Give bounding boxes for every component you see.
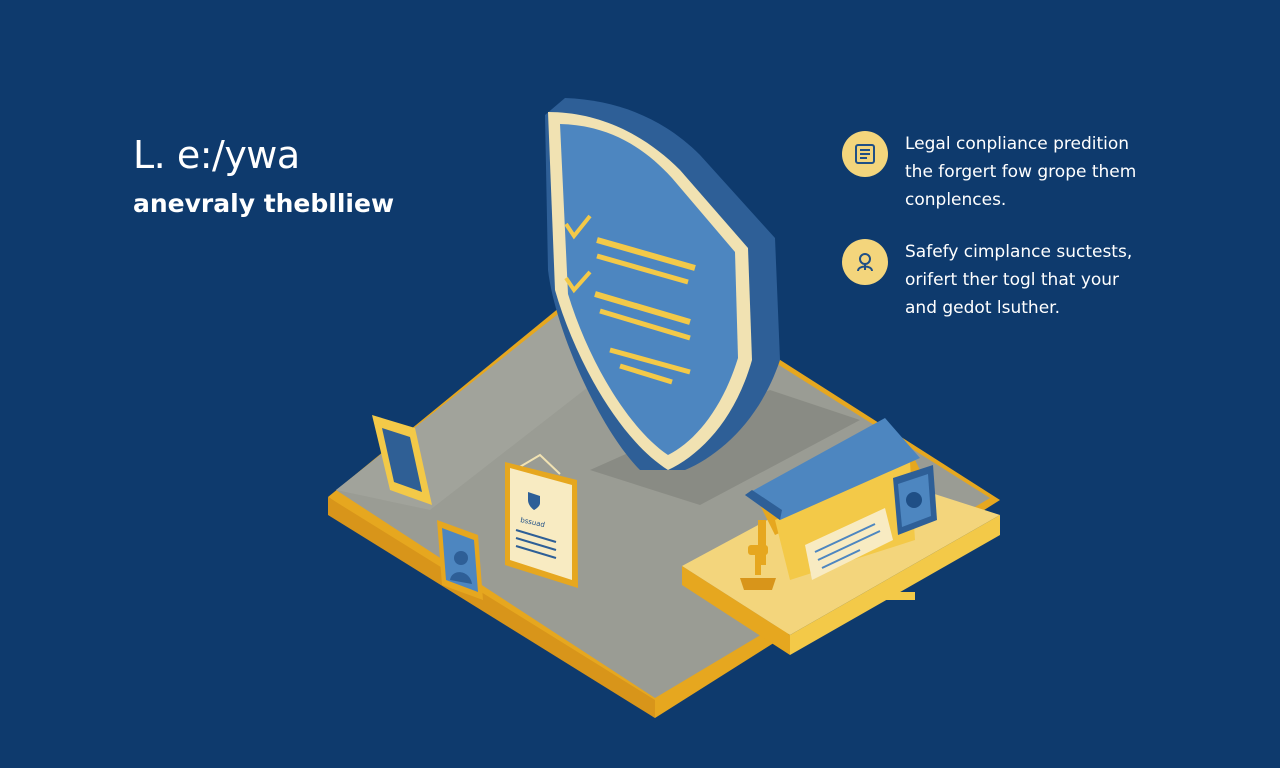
feature-description: Legal conpliance predition the forgert f… [905, 130, 1136, 214]
feature-line: Legal conpliance predition [905, 134, 1130, 154]
tablet-icon [893, 465, 937, 535]
id-card-icon [437, 520, 483, 600]
feature-description: Safefy cimplance suctests, orifert ther … [905, 238, 1132, 322]
frame-icon [372, 415, 432, 505]
brand-title: L. e:/ywa [133, 133, 300, 177]
feature-line: Safefy cimplance suctests, [905, 242, 1133, 262]
feature-safety-compliance: Safefy cimplance suctests, orifert ther … [842, 238, 1172, 322]
shield-icon [545, 98, 780, 470]
feature-legal-compliance: Legal conpliance predition the forgert f… [842, 130, 1172, 214]
document-icon: bssuad [505, 453, 578, 588]
document-list-icon [842, 131, 888, 177]
feature-line: conplences. [905, 190, 1007, 210]
trophy-icon [740, 545, 776, 590]
feature-line: the forgert fow grope them [905, 162, 1137, 182]
certificate-icon [805, 508, 893, 580]
feature-line: orifert ther togl that your [905, 270, 1120, 290]
platform-handle [880, 592, 915, 600]
feature-line: and gedot lsuther. [905, 298, 1060, 318]
person-badge-icon [842, 239, 888, 285]
brand-subtitle: anevraly theblliew [133, 189, 395, 218]
